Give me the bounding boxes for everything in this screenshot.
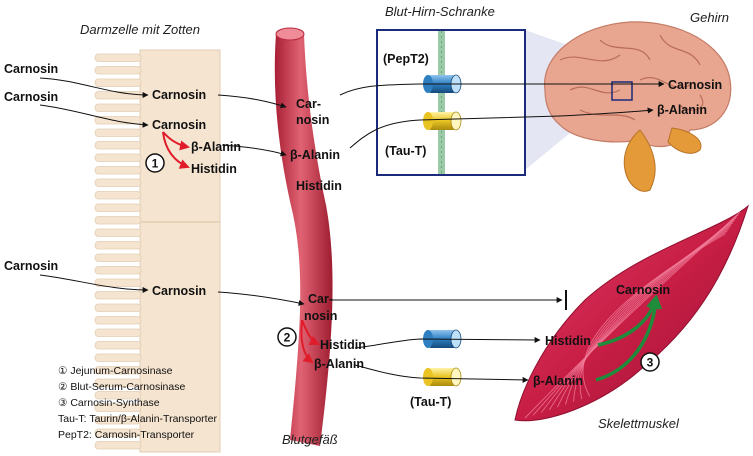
villus <box>94 416 142 425</box>
heading-vessel: Blutgefäß <box>282 432 338 447</box>
flow-arrows <box>39 77 665 383</box>
cell-carnosin-1: Carnosin <box>152 88 206 102</box>
villus <box>94 291 142 300</box>
villus <box>94 53 142 62</box>
villus <box>94 66 142 75</box>
legend-item: Tau-T: Taurin/β-Alanin-Transporter <box>58 413 217 425</box>
muscle-fiber <box>582 233 726 397</box>
legend-item: ② Blut-Serum-Carnosinase <box>58 381 185 393</box>
taut-transporter-bbb <box>423 111 462 131</box>
vessel-nosin-2: nosin <box>304 309 337 323</box>
vessel-beta-alanin-2: β-Alanin <box>314 357 364 371</box>
villi <box>94 53 142 450</box>
villus <box>94 278 142 287</box>
villus <box>94 141 142 150</box>
marker-1: 1 <box>145 153 165 173</box>
villus <box>94 366 142 375</box>
villus <box>94 266 142 275</box>
input-carnosin-3: Carnosin <box>4 259 58 273</box>
legend-item: ① Jejunum-Carnosinase <box>58 365 173 377</box>
villus <box>94 241 142 250</box>
taut-label-bbb: (Tau-T) <box>385 144 426 158</box>
brain-beta-alanin: β-Alanin <box>657 103 707 117</box>
muscle-carnosin: Carnosin <box>616 283 670 297</box>
villus <box>94 103 142 112</box>
villus <box>94 228 142 237</box>
villus <box>94 353 142 362</box>
villus <box>94 203 142 212</box>
taut-label-muscle: (Tau-T) <box>410 395 451 409</box>
svg-text:1: 1 <box>152 157 159 171</box>
cell-beta-alanin: β-Alanin <box>191 140 241 154</box>
skeletal-muscle <box>514 204 749 422</box>
vessel-histidin-2: Histidin <box>320 338 366 352</box>
villus <box>94 128 142 137</box>
villus <box>94 303 142 312</box>
villus <box>94 391 142 400</box>
taut-transporter-muscle <box>423 367 462 387</box>
villus <box>94 153 142 162</box>
vessel-beta-alanin: β-Alanin <box>290 148 340 162</box>
intestine-cell <box>94 49 221 453</box>
vessel-car-1: Car- <box>296 97 321 111</box>
villus <box>94 341 142 350</box>
heading-brain: Gehirn <box>690 10 729 25</box>
pept2-label: (PepT2) <box>383 52 429 66</box>
cell-histidin: Histidin <box>191 162 237 176</box>
villus <box>94 378 142 387</box>
heading-intestine: Darmzelle mit Zotten <box>80 22 200 37</box>
muscle-fiber <box>579 230 728 400</box>
muscle-beta-alanin: β-Alanin <box>533 374 583 388</box>
heading-muscle: Skelettmuskel <box>598 416 680 431</box>
villus <box>94 441 142 450</box>
svg-text:2: 2 <box>284 331 291 345</box>
marker-2: 2 <box>277 327 297 347</box>
cell-carnosin-3: Carnosin <box>152 284 206 298</box>
legend-item: ③ Carnosin-Synthase <box>58 397 160 409</box>
villus <box>94 316 142 325</box>
cell-carnosin-2: Carnosin <box>152 118 206 132</box>
muscle-fiber <box>573 227 730 402</box>
synthesis-arrow <box>595 294 663 382</box>
vessel-histidin: Histidin <box>296 179 342 193</box>
marker-3: 3 <box>640 352 660 372</box>
villus <box>94 216 142 225</box>
heading-bbb: Blut-Hirn-Schranke <box>385 4 495 19</box>
vessel-nosin-1: nosin <box>296 113 329 127</box>
legend: ① Jejunum-Carnosinase ② Blut-Serum-Carno… <box>58 365 217 441</box>
muscle-histidin: Histidin <box>545 334 591 348</box>
villus <box>94 253 142 262</box>
villus <box>94 191 142 200</box>
enzyme-arrows <box>162 131 320 364</box>
villus <box>94 78 142 87</box>
villus <box>94 178 142 187</box>
villus <box>94 428 142 437</box>
villus <box>94 166 142 175</box>
vessel-car-2: Car- <box>308 292 333 306</box>
legend-item: PepT2: Carnosin-Transporter <box>58 429 195 441</box>
input-carnosin-2: Carnosin <box>4 90 58 104</box>
blood-vessel <box>274 27 333 446</box>
input-carnosin-1: Carnosin <box>4 62 58 76</box>
villus <box>94 328 142 337</box>
brain-carnosin: Carnosin <box>668 78 722 92</box>
svg-text:3: 3 <box>647 356 654 370</box>
villus <box>94 403 142 412</box>
